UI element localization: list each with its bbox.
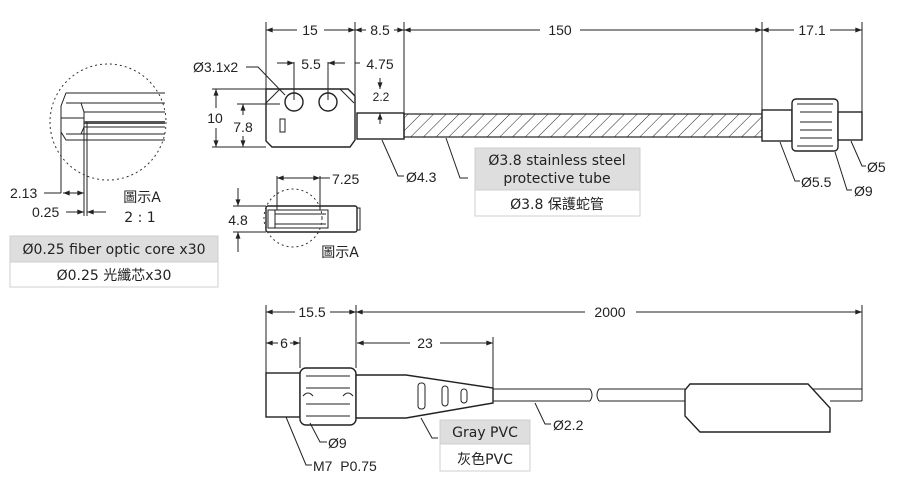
- top-view: 15 8.5 150 17.1 10 7.8 Ø3.1x2: [193, 22, 886, 217]
- cable: [493, 383, 863, 433]
- pvc-label-box: Gray PVC 灰色PVC: [439, 419, 531, 472]
- tube-label-zh: Ø3.8 保護蛇管: [510, 197, 604, 213]
- dim-2000: 2000: [594, 304, 625, 320]
- nut-diameter-label: Ø9: [328, 435, 347, 451]
- detail-a-title: 圖示A: [123, 190, 161, 206]
- thread-label: M7 P0.75: [313, 458, 377, 474]
- thread-body: [265, 372, 301, 418]
- sensor-body: [265, 88, 356, 148]
- fiber-label-en: Ø0.25 fiber optic core x30: [22, 242, 205, 258]
- side-view: 7.25 4.8 圖示A: [228, 171, 361, 261]
- connector-d5-label: Ø5: [867, 159, 886, 175]
- dim-7-8: 7.8: [233, 119, 253, 135]
- coupling-nut: [299, 367, 357, 426]
- dim-0-25: 0.25: [32, 204, 59, 220]
- pvc-label-en: Gray PVC: [452, 425, 518, 441]
- detail-a-scale: 2 : 1: [124, 210, 155, 226]
- dim-7-25: 7.25: [332, 171, 359, 187]
- end-connector: [761, 98, 863, 152]
- dim-2-13: 2.13: [10, 185, 37, 201]
- dim-5-5: 5.5: [301, 56, 321, 72]
- cable-diameter-label: Ø2.2: [553, 417, 584, 433]
- dim-23: 23: [417, 335, 433, 351]
- tube-label-box: Ø3.8 stainless steel protective tube Ø3.…: [474, 147, 641, 217]
- connector-d5-5-label: Ø5.5: [801, 174, 832, 190]
- stainless-tube: [403, 113, 763, 138]
- dim-8-5: 8.5: [370, 22, 390, 38]
- dim-150: 150: [548, 22, 572, 38]
- hole-label: Ø3.1x2: [193, 59, 238, 75]
- dim-4-8: 4.8: [228, 212, 248, 228]
- dim-6: 6: [280, 335, 288, 351]
- bottom-view: 15.5 2000 6 23 Ø9 M7 P0.75 Ø2.2: [265, 304, 863, 474]
- pvc-label-zh: 灰色PVC: [457, 451, 513, 468]
- boot-grips: [417, 382, 468, 410]
- side-view-ref: 圖示A: [321, 245, 359, 261]
- dim-10: 10: [207, 110, 223, 126]
- detail-a: 2.13 0.25 圖示A 2 : 1: [10, 63, 167, 226]
- dim-2-2: 2.2: [373, 90, 390, 104]
- fiber-label-zh: Ø0.25 光纖芯x30: [57, 268, 172, 284]
- tube-label-en-1: Ø3.8 stainless steel: [488, 153, 625, 169]
- stub-diameter-label: Ø4.3: [406, 169, 437, 185]
- fiber-label-box: Ø0.25 fiber optic core x30 Ø0.25 光纖芯x30: [9, 235, 219, 288]
- tube-label-en-2: protective tube: [503, 171, 610, 187]
- dim-15-5: 15.5: [298, 304, 325, 320]
- dim-15: 15: [302, 22, 318, 38]
- indicator-slot: [279, 118, 286, 133]
- dim-4-75: 4.75: [366, 56, 393, 72]
- dim-17-1: 17.1: [798, 22, 825, 38]
- connector-d9-label: Ø9: [854, 183, 873, 199]
